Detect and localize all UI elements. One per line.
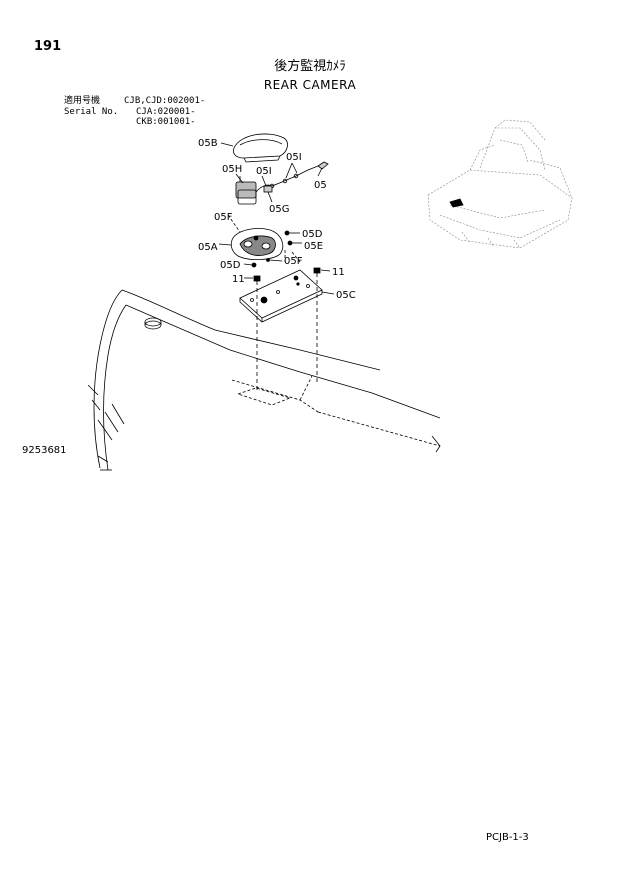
machine-inset-sketch [427,119,573,249]
serial-range-3: CKB:001001- [136,117,196,127]
washer-05E [287,240,302,246]
leader-05F-a [227,214,241,233]
callout-05D-b: 05D [220,260,241,271]
callout-05E: 05E [304,241,323,252]
page-reference: PCJB-1-3 [486,832,529,843]
leader-05A [218,243,232,246]
callout-05I-a: 05I [256,166,272,177]
callout-05C: 05C [336,290,356,301]
page-title-english: REAR CAMERA [263,78,357,92]
page-number: 191 [34,39,62,54]
callout-05G: 05G [269,204,289,215]
leader-05I-b1 [285,162,293,179]
camera-bracket-part [230,228,284,260]
bolt-11-right [313,267,321,382]
leader-05C [321,291,335,295]
serial-range-1: CJB,CJD:002001- [124,96,206,106]
bolt-11-left [253,275,261,392]
drawing-number: 9253681 [22,445,67,456]
mounting-plate-part [239,269,323,323]
leader-05B [220,142,234,147]
callout-05B: 05B [198,138,218,149]
leader-05 [317,167,323,177]
callout-05I-b: 05I [286,152,302,163]
callout-11-b: 11 [332,267,345,278]
page-title-japanese: 後方監視ｶﾒﾗ [274,59,346,74]
cable-clip-part [263,185,273,203]
camera-cover-part [233,133,288,163]
callout-05A: 05A [198,242,218,253]
callout-05D-a: 05D [302,229,323,240]
leader-05H [235,173,244,184]
serial-range-2: CJA:020001- [136,107,196,117]
callout-11-a: 11 [232,274,245,285]
leader-05I-b2 [291,162,298,174]
machine-rear-counterweight [87,289,441,471]
inset-camera-marker [449,198,464,208]
leader-05I-a [261,175,267,187]
callout-05: 05 [314,180,327,191]
callout-05H: 05H [222,164,242,175]
serial-label-english: Serial No. [64,107,119,117]
callout-05F-a: 05F [214,212,233,223]
callout-05F-b: 05F [284,256,303,267]
serial-label-japanese: 適用号機 [64,96,101,106]
leader-11-b [320,269,331,272]
leader-05F-b [269,259,283,262]
bolt-05F [266,258,270,262]
washer-bolt-05D-top [284,230,300,236]
washer-bolt-05D-bottom [243,262,257,268]
camera-unit-part [235,176,257,205]
